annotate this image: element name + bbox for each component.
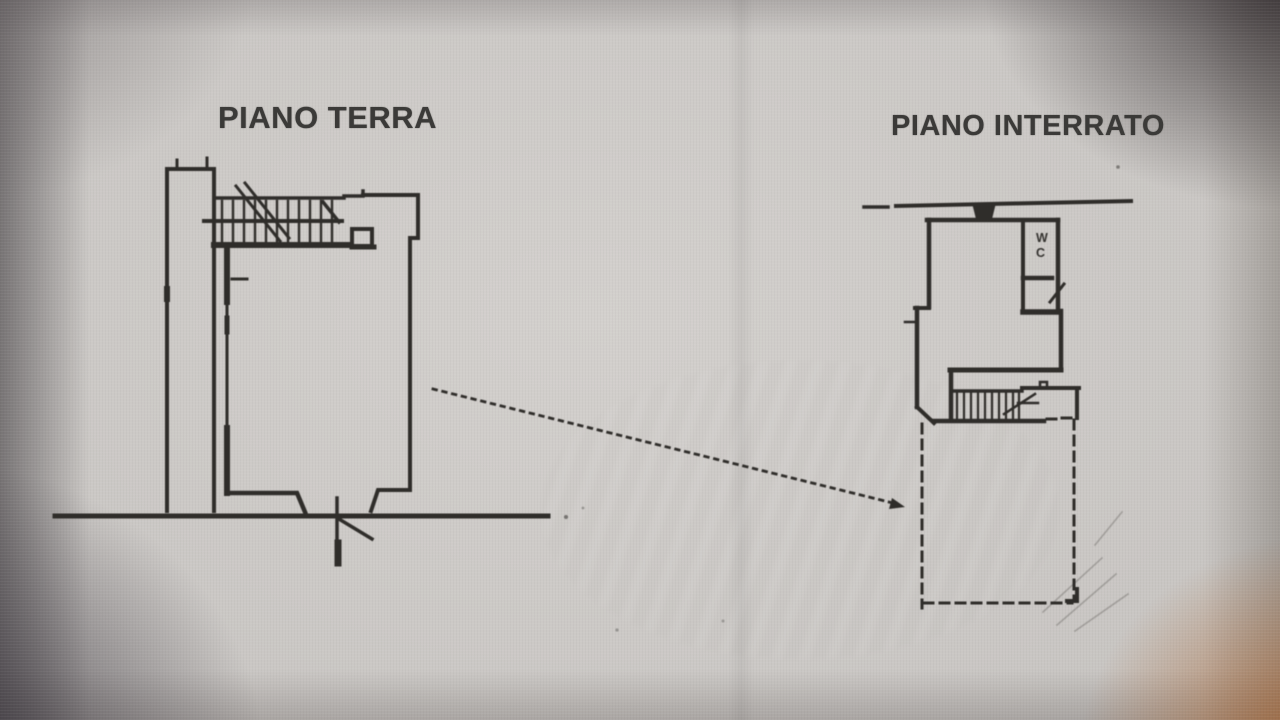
interrato-lower-walls: [947, 308, 1064, 423]
interrato-wc-room: [1020, 217, 1067, 315]
terra-stair-cut-lines: [233, 180, 342, 244]
wc-label-line2: C: [1036, 246, 1045, 260]
interrato-passage: [1020, 380, 1081, 420]
terra-staircase: [202, 199, 377, 250]
terra-entrance-door: [334, 496, 375, 567]
interrato-outer-walls: [903, 217, 1061, 426]
wc-label-line1: W: [1036, 231, 1048, 245]
interrato-staircase: [931, 389, 1073, 424]
terra-left-column: [164, 156, 216, 513]
plan-piano-terra: [52, 156, 551, 567]
plan-title-piano-interrato: PIANO INTERRATO: [891, 110, 1165, 142]
interrato-wc-label: W C: [1036, 231, 1048, 260]
interrato-pencil-marks: [1041, 510, 1130, 633]
terra-inner-wall: [224, 244, 249, 496]
terra-outer-walls: [212, 189, 420, 515]
plan-title-piano-terra: PIANO TERRA: [218, 100, 438, 135]
photo-specks: [564, 165, 1120, 632]
interrato-dashed-projection: [920, 418, 1079, 610]
plan-piano-interrato: W C: [862, 198, 1134, 633]
arrowhead-icon: [889, 498, 905, 509]
interrato-ground-line: [862, 198, 1134, 209]
connection-arrow: [431, 387, 905, 509]
interrato-chimney: [972, 203, 996, 219]
